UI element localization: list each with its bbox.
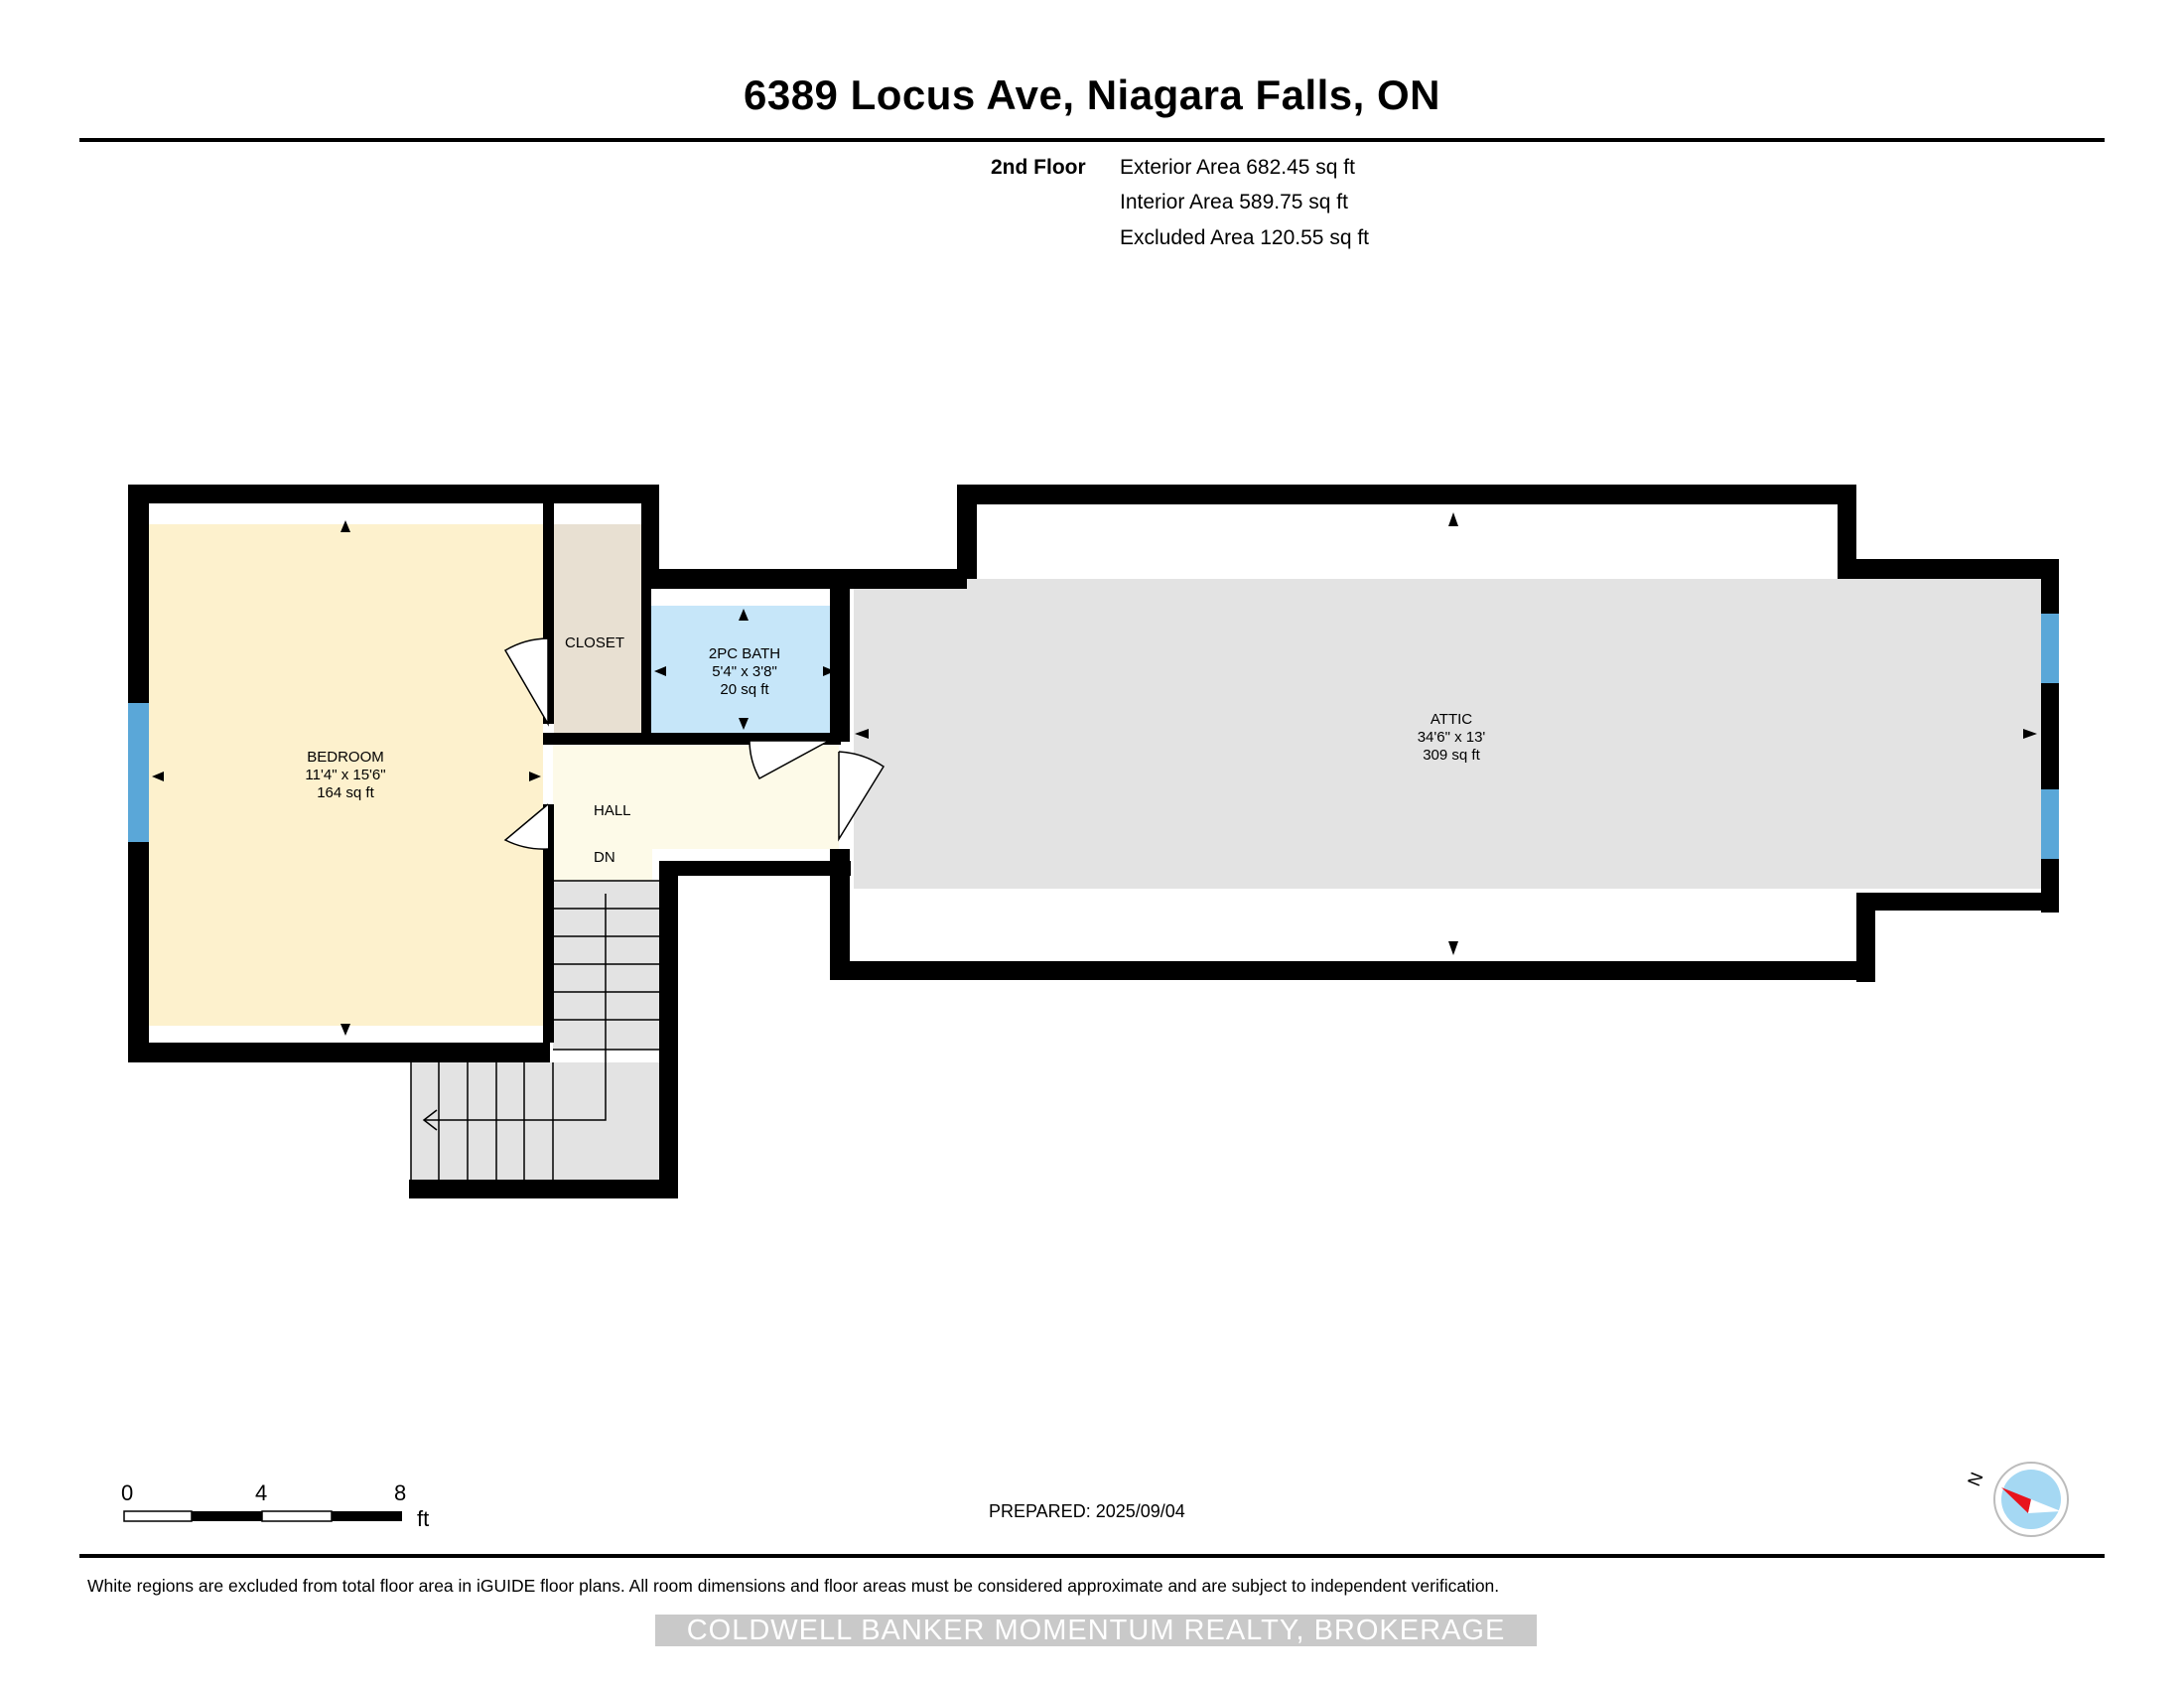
hall-landing-fill [553, 849, 652, 881]
excluded-area: Excluded Area 120.55 sq ft [1120, 226, 1370, 249]
stairs-down-label: DN [594, 849, 615, 866]
attic-fill [854, 579, 2050, 889]
attic-area: 309 sq ft [1423, 747, 1480, 764]
bedroom-name: BEDROOM [307, 749, 384, 766]
scale-bar [123, 1510, 402, 1522]
closet-name: CLOSET [565, 634, 624, 651]
prepared-date: PREPARED: 2025/09/04 [989, 1501, 1185, 1521]
bath-area: 20 sq ft [720, 681, 769, 698]
attic-door [838, 751, 886, 842]
stairs-fill-lower [411, 1062, 659, 1180]
scale-tick-8: 8 [394, 1480, 407, 1505]
walls [128, 485, 2059, 1198]
attic-window-lower [2041, 789, 2059, 859]
closet-fill [554, 524, 643, 735]
compass-needle [2001, 1487, 2031, 1513]
stair-treads [410, 880, 659, 1180]
interior-area: Interior Area 589.75 sq ft [1120, 191, 1348, 213]
bedroom-fill [149, 524, 543, 1026]
bedroom-dimensions: 11'4" x 15'6" [305, 767, 385, 783]
bath-name: 2PC BATH [709, 645, 780, 662]
disclaimer: White regions are excluded from total fl… [87, 1576, 1500, 1596]
plan-title: 6389 Locus Ave, Niagara Falls, ON [743, 71, 1440, 118]
footer-divider [79, 1554, 2105, 1558]
compass-north-label: N [1964, 1470, 1986, 1489]
compass: N [1964, 1462, 2069, 1537]
bedroom-door [503, 803, 549, 850]
scale-tick-0: 0 [121, 1480, 134, 1505]
hall-name: HALL [594, 802, 631, 819]
doors [503, 637, 886, 850]
brokerage-watermark: COLDWELL BANKER MOMENTUM REALTY, BROKERA… [655, 1615, 1537, 1646]
bath-fill [651, 606, 837, 733]
exterior-area: Exterior Area 682.45 sq ft [1120, 156, 1355, 179]
closet-door [503, 637, 549, 727]
hall-fill [553, 744, 839, 849]
attic-window-upper [2041, 614, 2059, 683]
bedroom-window [128, 703, 149, 842]
scale-unit: ft [417, 1506, 430, 1531]
header-divider [79, 138, 2105, 142]
bath-dimensions: 5'4" x 3'8" [712, 663, 777, 680]
attic-name: ATTIC [1431, 711, 1472, 728]
bedroom-area: 164 sq ft [317, 784, 374, 801]
windows [128, 614, 2059, 859]
scale-tick-4: 4 [255, 1480, 268, 1505]
dimension-arrows [152, 512, 2037, 1036]
attic-dimensions: 34'6" x 13' [1418, 729, 1486, 746]
bath-door [749, 740, 830, 780]
floor-label: 2nd Floor [991, 156, 1086, 179]
